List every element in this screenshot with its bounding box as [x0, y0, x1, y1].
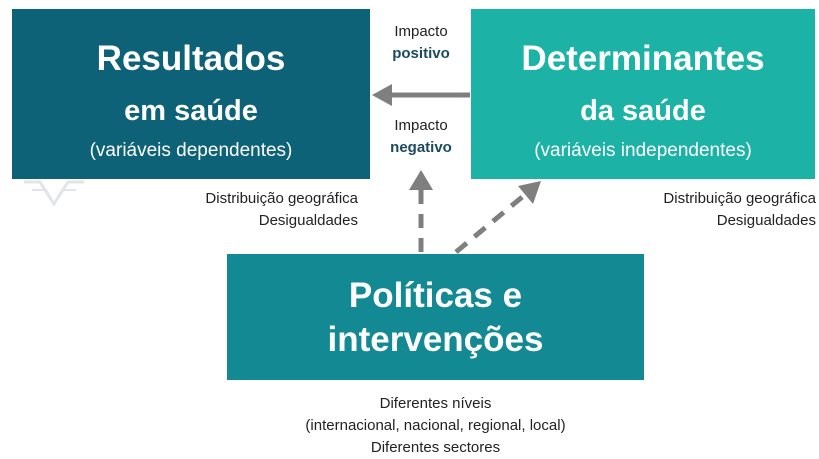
policies-title-line1: Políticas e: [348, 276, 523, 315]
determinants-box: Determinantes da saúde (variáveis indepe…: [471, 9, 815, 179]
outcomes-subtitle: (variáveis dependentes): [89, 140, 293, 161]
outcomes-note-inequalities: Desigualdades: [258, 212, 358, 229]
determinants-title-line1: Determinantes: [521, 39, 765, 78]
determinants-notes: Distribuição geográfica Desigualdades: [663, 188, 816, 232]
outcomes-note-geographic: Distribuição geográfica: [205, 190, 358, 207]
impact-positive-line2: positivo: [392, 45, 450, 62]
policies-notes: Diferentes níveis (internacional, nacion…: [227, 393, 644, 459]
determinants-note-geographic: Distribuição geográfica: [663, 190, 816, 207]
dashed-arrow-policies-to-outcomes: [409, 170, 433, 252]
outcomes-title-line1: Resultados: [96, 39, 286, 78]
dashed-arrow-policies-to-determinants: [454, 181, 541, 254]
impact-negative-label: Impacto negativo: [366, 115, 476, 159]
determinants-subtitle: (variáveis independentes): [534, 140, 752, 161]
impact-negative-line2: negativo: [390, 139, 452, 156]
impact-negative-line1: Impacto: [394, 117, 448, 134]
policies-note-sectors: Diferentes sectores: [370, 439, 501, 456]
determinants-title-line2: da saúde: [580, 95, 706, 127]
policies-box: Políticas e intervenções: [227, 254, 644, 380]
impact-positive-label: Impacto positivo: [366, 21, 476, 65]
outcomes-notes: Distribuição geográfica Desigualdades: [205, 188, 358, 232]
policies-note-level-list: (internacional, nacional, regional, loca…: [305, 417, 566, 434]
watermark-logo-icon: [24, 180, 84, 207]
policies-note-levels: Diferentes níveis: [379, 395, 492, 412]
outcomes-title-line2: em saúde: [124, 95, 258, 127]
outcomes-box: Resultados em saúde (variáveis dependent…: [12, 9, 370, 179]
determinants-note-inequalities: Desigualdades: [716, 212, 816, 229]
policies-title-line2: intervenções: [327, 320, 544, 359]
impact-positive-line1: Impacto: [394, 23, 448, 40]
solid-arrow-determinants-to-outcomes: [372, 84, 470, 106]
